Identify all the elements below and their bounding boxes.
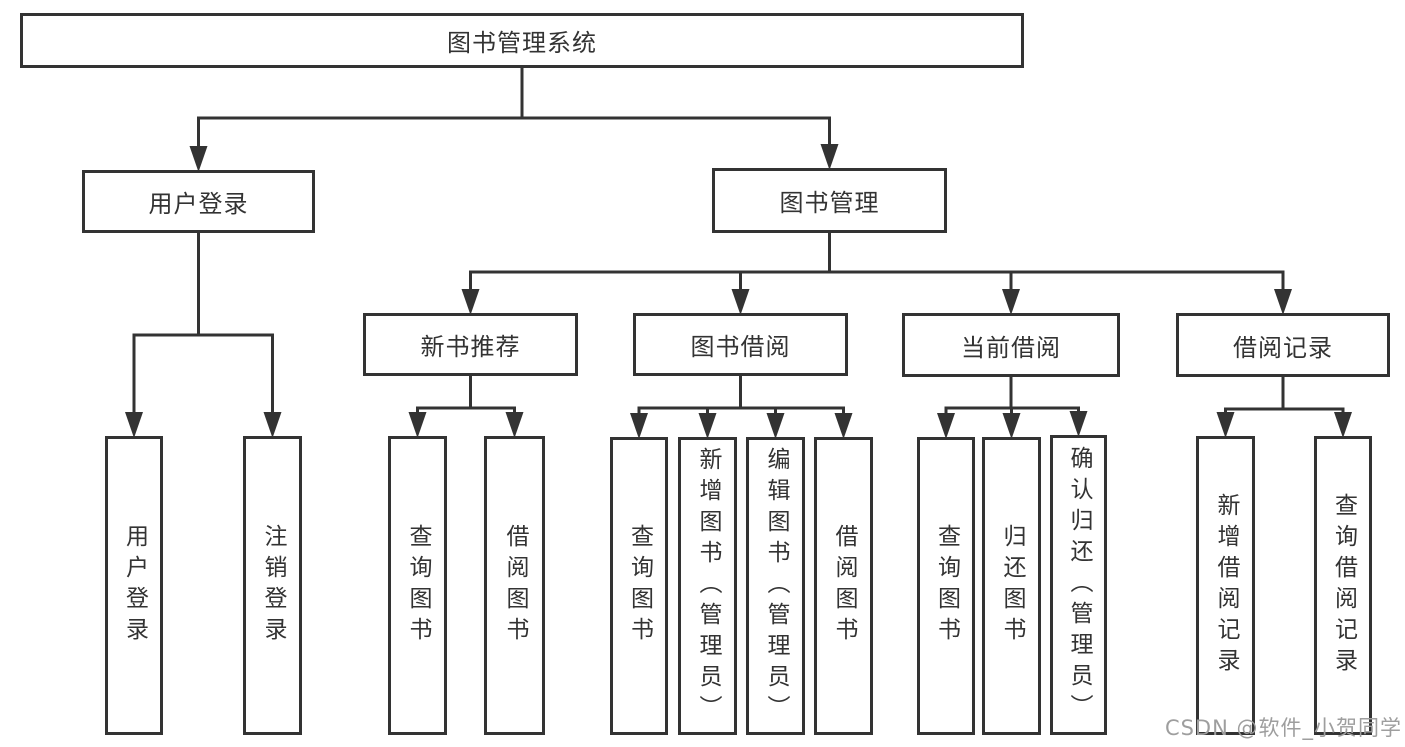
node-label: 借阅记录 — [1233, 333, 1333, 362]
node-bb-borrow: 借阅图书 — [814, 437, 873, 735]
node-label: 编辑图书（管理员） — [763, 446, 789, 726]
node-label: 注销登录 — [260, 523, 286, 648]
arrow-down-icon — [1334, 412, 1352, 438]
node-cb-return: 归还图书 — [982, 437, 1041, 735]
node-br-query: 查询借阅记录 — [1314, 436, 1372, 735]
node-cb-query: 查询图书 — [917, 437, 975, 735]
node-label: 确认归还（管理员） — [1066, 445, 1092, 725]
arrow-down-icon — [1216, 412, 1235, 438]
node-label: 借阅图书 — [831, 524, 857, 648]
node-bb-add: 新增图书（管理员） — [678, 437, 737, 735]
node-label: 查询图书 — [626, 524, 653, 648]
arrow-down-icon — [408, 412, 427, 438]
node-label: 归还图书 — [999, 524, 1025, 648]
arrow-down-icon — [1274, 289, 1292, 315]
node-label: 图书借阅 — [690, 333, 791, 361]
node-br-add: 新增借阅记录 — [1196, 436, 1255, 735]
node-new-book-rec: 新书推荐 — [363, 313, 578, 376]
arrow-down-icon — [937, 413, 955, 439]
arrow-down-icon — [189, 146, 208, 172]
arrow-down-icon — [834, 413, 853, 439]
arrow-down-icon — [820, 144, 839, 170]
node-cb-confirm: 确认归还（管理员） — [1050, 435, 1107, 735]
node-label: 新书推荐 — [420, 333, 521, 361]
arrow-down-icon — [731, 289, 750, 315]
node-user-login: 用户登录 — [82, 170, 315, 233]
arrow-down-icon — [125, 412, 143, 438]
node-label: 图书管理系统 — [447, 29, 597, 57]
arrow-down-icon — [698, 413, 717, 439]
arrow-down-icon — [630, 413, 648, 439]
watermark: CSDN @软件_小贺同学 — [1164, 716, 1402, 740]
node-label: 图书管理 — [779, 189, 880, 217]
arrow-down-icon — [1002, 413, 1021, 439]
arrow-down-icon — [263, 412, 282, 438]
node-label: 查询图书 — [933, 524, 960, 648]
node-logout: 注销登录 — [243, 436, 302, 735]
node-login: 用户登录 — [105, 436, 163, 735]
node-label: 查询图书 — [405, 523, 431, 648]
node-book-borrow: 图书借阅 — [633, 313, 848, 376]
node-rec-borrow: 借阅图书 — [484, 436, 545, 735]
node-label: 用户登录 — [121, 523, 148, 648]
node-label: 查询借阅记录 — [1330, 492, 1357, 679]
node-label: 借阅图书 — [502, 523, 528, 648]
arrow-down-icon — [461, 289, 480, 315]
arrow-down-icon — [1069, 411, 1088, 437]
node-label: 用户登录 — [148, 190, 249, 218]
node-borrow-records: 借阅记录 — [1176, 313, 1390, 377]
arrow-down-icon — [505, 412, 524, 438]
node-root: 图书管理系统 — [20, 13, 1024, 68]
node-bb-query: 查询图书 — [610, 437, 668, 735]
node-current-borrow: 当前借阅 — [902, 313, 1120, 377]
node-book-mgmt: 图书管理 — [712, 168, 947, 233]
arrow-down-icon — [766, 413, 785, 439]
arrow-down-icon — [1002, 289, 1020, 315]
node-label: 当前借阅 — [961, 333, 1061, 362]
node-rec-query: 查询图书 — [388, 436, 447, 735]
node-label: 新增借阅记录 — [1213, 492, 1239, 679]
node-bb-edit: 编辑图书（管理员） — [746, 437, 805, 735]
node-label: 新增图书（管理员） — [695, 446, 721, 726]
